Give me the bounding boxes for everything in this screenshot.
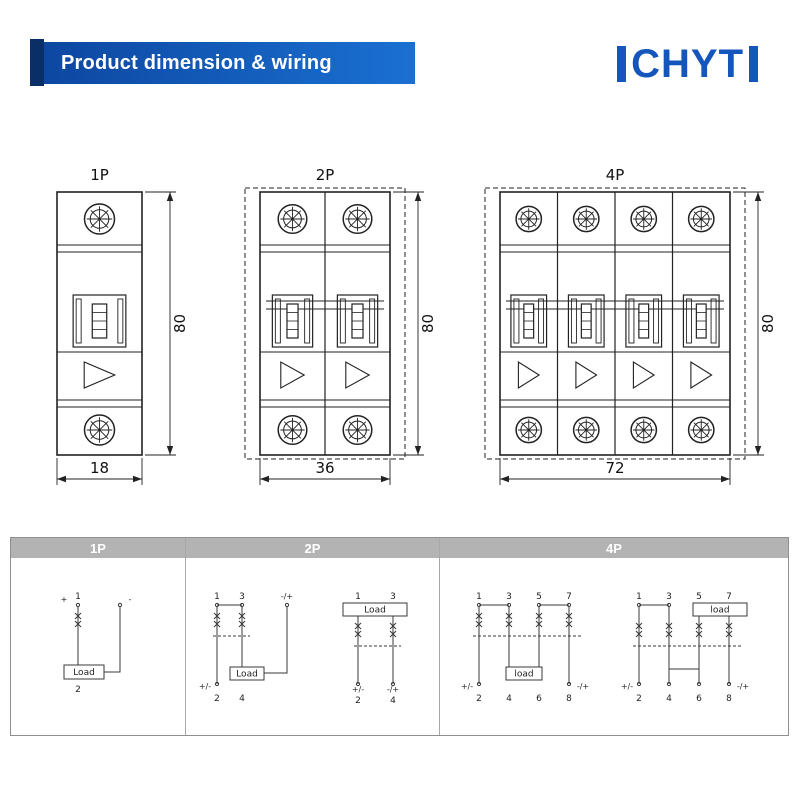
terminal-label: 5 (696, 592, 702, 602)
wiring-col-header-4p: 4P (606, 540, 622, 556)
svg-text:72: 72 (605, 459, 624, 477)
wiring-diagram-4p-b: 1 3 5 7 load (621, 592, 749, 704)
svg-text:4P: 4P (606, 166, 625, 184)
load-box (692, 602, 748, 616)
terminal-label: 2 (75, 685, 81, 695)
load-box (505, 666, 543, 680)
load-box (229, 666, 265, 680)
wiring-cell-2p: 1 3 -/+ Load +/- 2 (186, 558, 440, 735)
breaker-drawing-1p: 80 18 1P (56, 166, 189, 485)
terminal-label: 2 (476, 694, 482, 704)
svg-text:36: 36 (315, 459, 334, 477)
terminal-label: 3 (666, 592, 672, 602)
svg-text:2P: 2P (316, 166, 335, 184)
header-accent-bar (30, 39, 44, 86)
terminal-label: 8 (566, 694, 572, 704)
polarity-label: + (61, 595, 68, 604)
polarity-label: -/+ (577, 682, 589, 691)
title-banner: Product dimension & wiring (44, 42, 415, 84)
svg-text:80: 80 (759, 314, 777, 333)
breaker-drawing-2p: 80 36 2P (244, 166, 437, 485)
polarity-label: +/- (461, 682, 473, 691)
dimension-drawings: 80 18 1P 80 36 2P 80 72 4P (56, 166, 777, 485)
svg-text:1P: 1P (90, 166, 109, 184)
load-box (63, 664, 105, 679)
logo-text: CHYT (631, 42, 744, 86)
polarity-label: +/- (199, 682, 211, 691)
terminal-label: 2 (214, 694, 220, 704)
wiring-cell-1p: 1 + - Load 2 (11, 558, 186, 735)
load-box (342, 602, 408, 616)
terminal-label: 1 (214, 592, 220, 602)
load-label: load (710, 605, 729, 615)
logo-left-bar-icon (617, 46, 627, 82)
wiring-diagram-2p-b: 1 3 Load +/- -/+ 2 4 (342, 592, 408, 705)
polarity-label: -/+ (737, 682, 749, 691)
polarity-label: - (129, 595, 132, 604)
terminal-label: 7 (566, 592, 572, 602)
brand-logo: CHYT (617, 44, 758, 84)
load-label: Load (236, 669, 258, 679)
terminal-label: 3 (390, 592, 396, 602)
terminal-label: 8 (726, 694, 732, 704)
page-title: Product dimension & wiring (61, 51, 332, 74)
polarity-label: -/+ (387, 685, 399, 694)
terminal-label: 6 (536, 694, 542, 704)
svg-text:18: 18 (90, 459, 109, 477)
terminal-label: 4 (390, 696, 396, 705)
terminal-label: 2 (636, 694, 642, 704)
load-label: Load (73, 668, 95, 678)
svg-text:80: 80 (171, 314, 189, 333)
wiring-diagram-4p-a: 1 3 5 7 load (461, 592, 589, 704)
terminal-label: 3 (506, 592, 512, 602)
wiring-col-header-2p: 2P (186, 538, 440, 558)
load-label: Load (364, 605, 386, 615)
terminal-label: 7 (726, 592, 732, 602)
wiring-diagram-2p-a: 1 3 -/+ Load +/- 2 (199, 592, 293, 704)
terminal-label: 1 (355, 592, 361, 602)
breaker-drawing-4p: 80 72 4P (484, 166, 777, 485)
logo-right-bar-icon (749, 46, 758, 82)
terminal-label: 1 (476, 592, 482, 602)
wiring-cell-4p: 1 3 5 7 load (440, 558, 788, 735)
wiring-table: 1P 2P 4P 1 + - Load 2 (10, 537, 789, 736)
wiring-diagram-1p: 1 + - Load 2 (61, 592, 132, 695)
polarity-label: -/+ (281, 592, 293, 601)
polarity-label: +/- (352, 685, 364, 694)
terminal-label: 2 (355, 696, 361, 705)
terminal-label: 6 (696, 694, 702, 704)
load-label: load (514, 669, 533, 679)
terminal-label: 4 (239, 694, 245, 704)
polarity-label: +/- (621, 682, 633, 691)
terminal-label: 4 (506, 694, 512, 704)
wiring-col-header-1p: 1P (11, 538, 186, 558)
terminal-label: 1 (636, 592, 642, 602)
svg-text:80: 80 (419, 314, 437, 333)
wiring-table-header: 1P 2P 4P (11, 538, 788, 558)
terminal-label: 1 (75, 592, 81, 602)
terminal-label: 3 (239, 592, 245, 602)
terminal-label: 5 (536, 592, 542, 602)
terminal-label: 4 (666, 694, 672, 704)
wiring-table-body: 1 + - Load 2 1 3 -/+ (11, 558, 788, 735)
